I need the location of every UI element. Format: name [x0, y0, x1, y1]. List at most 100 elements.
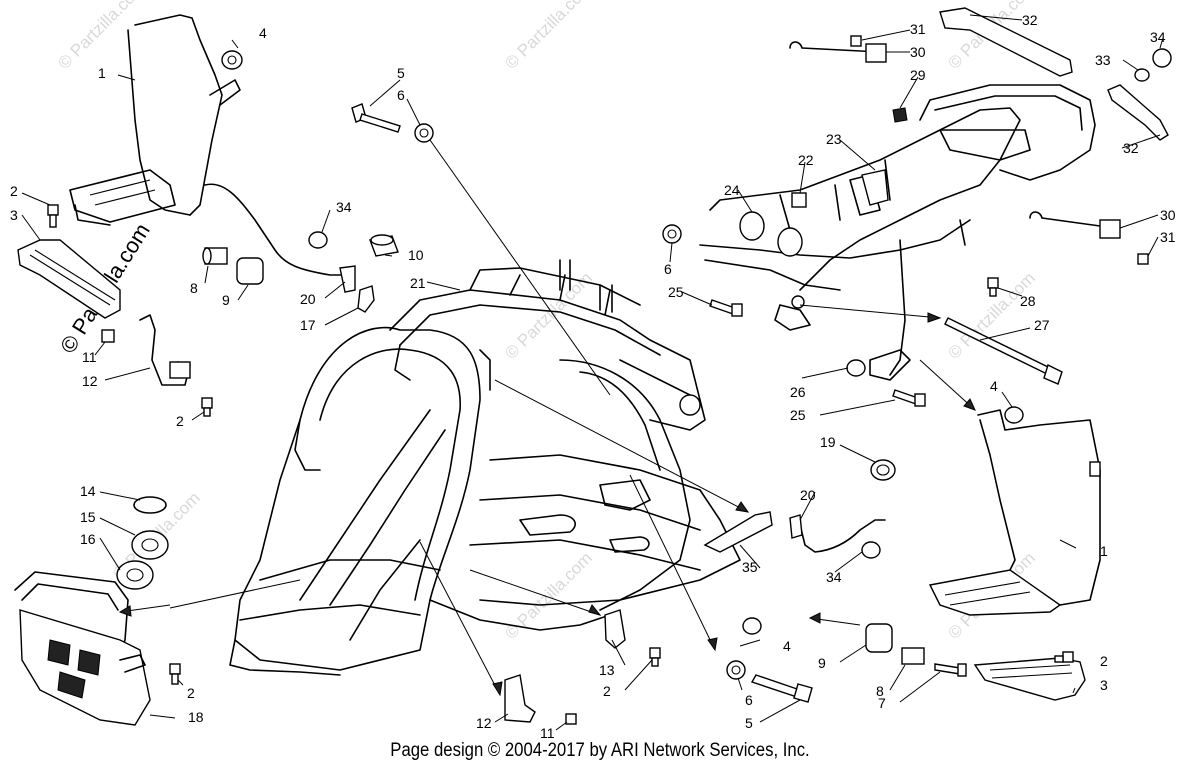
callout-label: 13 — [599, 662, 615, 678]
watermark-text: © Partzilla.com — [54, 0, 148, 73]
bushing-24 — [739, 211, 803, 257]
bracket-35 — [703, 511, 773, 553]
watermarks: © Partzilla.com © Partzilla.com © Partzi… — [54, 0, 1038, 643]
callout-label: 18 — [188, 709, 204, 725]
copyright-footer: Page design © 2004-2017 by ARI Network S… — [390, 740, 810, 761]
callout-label: 10 — [408, 247, 424, 263]
callout-label: 22 — [798, 152, 814, 168]
callout-label: 7 — [878, 695, 886, 711]
plate-23 — [861, 169, 889, 206]
main-frame — [229, 259, 741, 676]
nut-11-left — [101, 329, 115, 343]
callout-label: 25 — [668, 284, 684, 300]
bolt-2-right — [1054, 651, 1074, 663]
callout-label: 24 — [724, 182, 740, 198]
bolt-25-lower — [892, 389, 926, 407]
brake-line-20-left — [204, 183, 356, 293]
arrow-heads — [118, 312, 976, 697]
leader-lines — [21, 14, 1164, 731]
callout-label: 2 — [176, 413, 184, 429]
callout-label: 3 — [10, 207, 18, 223]
callout-label: 23 — [826, 131, 842, 147]
nut-4-bottom — [742, 617, 762, 635]
callout-label: 33 — [1095, 52, 1111, 68]
callout-label: 11 — [82, 349, 97, 365]
bracket-13 — [604, 609, 626, 649]
bolt-2-left-lower — [201, 397, 213, 417]
nut-6-right — [662, 224, 682, 244]
nut-34-right — [861, 541, 881, 559]
callout-label: 20 — [800, 487, 816, 503]
callout-label: 1 — [1100, 543, 1108, 559]
bushing-8-left — [202, 247, 228, 265]
callout-label: 34 — [826, 569, 842, 585]
bracket-22 — [791, 192, 807, 208]
bearing-15 — [131, 530, 169, 560]
nut-11-center — [565, 713, 577, 725]
callout-label: 19 — [820, 434, 836, 450]
callout-labels: 1 4 2 3 8 9 11 12 2 34 20 17 10 5 6 21 1… — [10, 12, 1176, 741]
callout-label: 12 — [476, 715, 492, 731]
callout-label: 27 — [1034, 317, 1050, 333]
nut-6-bottom — [726, 660, 746, 680]
bolt-2-bumper — [169, 663, 181, 685]
callout-label: 25 — [790, 407, 806, 423]
nut-6-upper — [414, 123, 434, 143]
watermark-text: © Partzilla.com — [501, 0, 595, 73]
footpeg-3-left — [17, 239, 121, 319]
snap-ring-14 — [133, 496, 167, 514]
bolt-7 — [934, 663, 967, 677]
callout-label: 2 — [10, 183, 18, 199]
rod-30-right — [1029, 211, 1121, 239]
bolt-27 — [944, 317, 1063, 385]
nut-26 — [846, 359, 866, 377]
footpeg-3-right — [973, 657, 1086, 701]
callout-label: 9 — [222, 292, 230, 308]
callout-label: 30 — [910, 44, 926, 60]
callout-label: 32 — [1123, 140, 1139, 156]
callout-label: 12 — [82, 373, 98, 389]
washer-33 — [1134, 68, 1150, 82]
nut-4-top — [221, 50, 243, 70]
bolt-2-center — [649, 647, 661, 667]
callout-label: 11 — [540, 725, 555, 741]
rack-32-right — [1107, 84, 1169, 141]
callout-label: 31 — [910, 21, 926, 37]
callout-label: 29 — [910, 67, 926, 83]
bushing-8-right — [901, 647, 925, 665]
callout-label: 32 — [1022, 12, 1038, 28]
callout-label: 5 — [745, 715, 753, 731]
callout-label: 28 — [1020, 293, 1036, 309]
callout-label: 9 — [818, 655, 826, 671]
callout-label: 21 — [410, 275, 426, 291]
callout-label: 31 — [1160, 229, 1176, 245]
nut-4-right — [1004, 406, 1024, 424]
callout-label: 6 — [397, 87, 405, 103]
rod-30-top — [789, 41, 887, 63]
bolt-5-bottom — [750, 674, 813, 703]
callout-label: 6 — [664, 261, 672, 277]
clip-29 — [892, 107, 908, 123]
callout-label: 5 — [397, 65, 405, 81]
bracket-12-left — [139, 314, 191, 386]
bracket-12-center — [504, 674, 536, 723]
callout-label: 34 — [336, 199, 352, 215]
callout-label: 17 — [300, 317, 316, 333]
callout-label: 3 — [1100, 677, 1108, 693]
footwell-right — [928, 409, 1101, 616]
nut-34-left — [308, 231, 328, 249]
rubber-9-left — [236, 257, 264, 285]
callout-label: 35 — [742, 559, 758, 575]
brake-line-20-right — [789, 514, 886, 553]
bolt-25-upper — [709, 299, 743, 317]
callout-label: 34 — [1150, 29, 1166, 45]
bolt-31-top — [850, 35, 862, 47]
callout-label: 20 — [300, 291, 316, 307]
bumper-18 — [14, 571, 151, 726]
seal-19 — [870, 459, 896, 481]
callout-label: 4 — [259, 25, 267, 41]
bracket-17 — [357, 285, 375, 313]
callout-label: 2 — [187, 685, 195, 701]
callout-label: 4 — [990, 378, 998, 394]
